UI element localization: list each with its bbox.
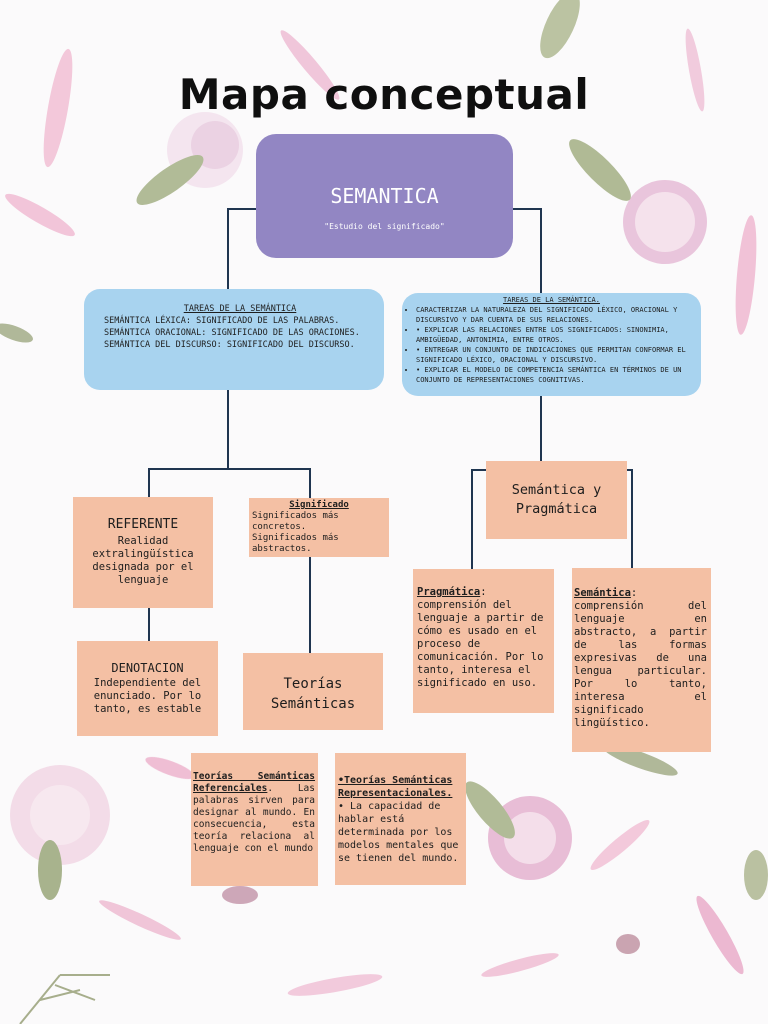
significado-node: Significado Significados más concretos. … xyxy=(249,498,389,557)
pragmatica-node: Pragmática: comprensión del lenguaje a p… xyxy=(413,569,554,713)
semantica-heading: Semántica xyxy=(574,587,631,599)
petal-decoration xyxy=(145,756,195,780)
tareas-left-line: SEMÁNTICA DEL DISCURSO: SIGNIFICADO DEL … xyxy=(104,340,355,350)
teorias-referenciales-text: . Las palabras sirven para designar al m… xyxy=(193,783,315,854)
tareas-right-heading: TAREAS DE LA SEMÁNTICA. xyxy=(503,296,600,304)
connector-left-branch xyxy=(148,390,311,498)
tareas-left-heading: TAREAS DE LA SEMÁNTICA xyxy=(183,304,297,314)
bud-decoration xyxy=(540,0,580,59)
semantica-pragmatica-node: Semántica y Pragmática xyxy=(486,461,627,539)
sprig-decoration xyxy=(19,974,110,1024)
significado-line: Significados más abstractos. xyxy=(252,533,339,554)
referente-text: Realidad extralingüística designada por … xyxy=(92,535,194,586)
significado-line: Significados más concretos. xyxy=(252,511,339,532)
semantica-root-node: SEMANTICA "Estudio del significado" xyxy=(256,134,513,258)
petal-decoration xyxy=(5,193,75,237)
referente-heading: REFERENTE xyxy=(107,517,179,532)
teorias-referenciales-node: Teorías Semánticas Referenciales. Las pa… xyxy=(191,753,318,886)
root-heading: SEMANTICA xyxy=(330,184,439,208)
referente-node: REFERENTE Realidad extralingüística desi… xyxy=(73,497,213,608)
petal-decoration xyxy=(287,974,383,996)
bud-decoration xyxy=(222,886,258,904)
significado-heading: Significado xyxy=(289,500,349,510)
teorias-representacionales-text: • La capacidad de hablar está determinad… xyxy=(338,801,459,864)
carnation-decoration xyxy=(569,139,707,264)
leaf-decoration xyxy=(0,323,33,343)
pragmatica-text: : comprensión del lenguaje a partir de c… xyxy=(417,586,544,689)
root-subtitle: "Estudio del significado" xyxy=(324,222,445,231)
denotacion-heading: DENOTACION xyxy=(111,661,184,675)
pragmatica-heading: Pragmática xyxy=(417,586,481,598)
tareas-right-item: • EXPLICAR EL MODELO DE COMPETENCIA SEMÁ… xyxy=(416,365,695,385)
tareas-right-list: CARACTERIZAR LA NATURALEZA DEL SIGNIFICA… xyxy=(408,305,695,385)
carnation-decoration xyxy=(136,112,243,205)
carnation-decoration xyxy=(465,781,572,880)
petal-decoration xyxy=(735,215,757,335)
tareas-left-line: SEMÁNTICA LÉXICA: SIGNIFICADO DE LAS PAL… xyxy=(104,316,340,326)
semantica-text: : comprensión del lenguaje en abstracto,… xyxy=(574,587,707,729)
denotacion-node: DENOTACION Independiente del enunciado. … xyxy=(77,641,218,736)
connector-root-right xyxy=(513,208,542,293)
tareas-left-line: SEMÁNTICA ORACIONAL: SIGNIFICADO DE LAS … xyxy=(104,328,360,338)
semantica-node: Semántica: comprensión del lenguaje en a… xyxy=(572,568,711,752)
petal-decoration xyxy=(99,900,181,940)
page-title: Mapa conceptual xyxy=(178,70,590,119)
bud-decoration xyxy=(616,934,640,954)
teorias-referenciales-heading: Teorías Semánticas Referenciales xyxy=(193,771,315,794)
tareas-right-item: CARACTERIZAR LA NATURALEZA DEL SIGNIFICA… xyxy=(416,305,695,325)
denotacion-text: Independiente del enunciado. Por lo tant… xyxy=(93,677,202,715)
connector-root-left xyxy=(227,208,256,289)
petal-decoration xyxy=(590,819,650,871)
teorias-representacionales-heading: •Teorías Semánticas Representacionales. xyxy=(338,775,453,799)
carnation-decoration xyxy=(10,765,110,900)
petal-decoration xyxy=(481,953,559,977)
leaf-decoration xyxy=(744,850,768,900)
tareas-left-node: TAREAS DE LA SEMÁNTICA SEMÁNTICA LÉXICA:… xyxy=(84,289,384,390)
tareas-right-item: • EXPLICAR LAS RELACIONES ENTRE LOS SIGN… xyxy=(416,325,695,345)
teorias-semanticas-node: Teorías Semánticas xyxy=(243,653,383,730)
petal-decoration xyxy=(696,895,744,975)
tareas-right-node: TAREAS DE LA SEMÁNTICA. CARACTERIZAR LA … xyxy=(402,293,701,396)
tareas-right-item: • ENTREGAR UN CONJUNTO DE INDICACIONES Q… xyxy=(416,345,695,365)
teorias-representacionales-node: •Teorías Semánticas Representacionales. … xyxy=(335,753,466,885)
